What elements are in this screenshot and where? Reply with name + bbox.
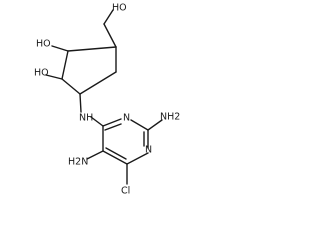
atom-label-oh-top: HO: [112, 3, 127, 14]
atom-label-n-ring-right: N: [145, 145, 152, 156]
bond-ch2-oh: [103, 9, 114, 25]
bond-ring-c: [61, 78, 81, 95]
bond-nh-pyr: [90, 116, 104, 127]
bond-c2-nh2: [147, 119, 163, 131]
bond-pyr-4: [126, 152, 149, 165]
bond-pyr-5: [102, 150, 128, 165]
atom-label-nh2-left: H2N: [68, 157, 88, 168]
bond-ring-b: [61, 50, 69, 80]
bond-ch2-ring: [103, 23, 117, 48]
bond-ring-a: [67, 46, 117, 52]
bond-ring-d: [79, 71, 117, 95]
bond-c4-nh: [79, 93, 82, 113]
bond-pyr-1: [102, 118, 122, 127]
bond-c3-oh: [45, 74, 63, 80]
atom-label-nh2-right: NH2: [160, 112, 180, 123]
atom-label-oh-ring1: HO: [36, 39, 51, 50]
bond-pyr-1b: [104, 123, 122, 131]
structure-diagram: HO HO HO NH N N NH2 H2N Cl: [34, 3, 180, 197]
bond-pyr-5b: [105, 147, 127, 160]
atom-labels: HO HO HO NH N N NH2 H2N Cl: [34, 3, 180, 197]
atom-label-cl: Cl: [121, 186, 130, 197]
atom-label-oh-ring2: HO: [34, 68, 49, 79]
atom-label-nh-link: NH: [79, 113, 93, 124]
bond-c2-oh: [51, 45, 69, 52]
atom-label-n-ring-top: N: [123, 113, 130, 124]
bond-group: [45, 9, 163, 185]
bond-c5-nh2: [86, 150, 104, 160]
bond-pyr-2: [130, 119, 149, 131]
